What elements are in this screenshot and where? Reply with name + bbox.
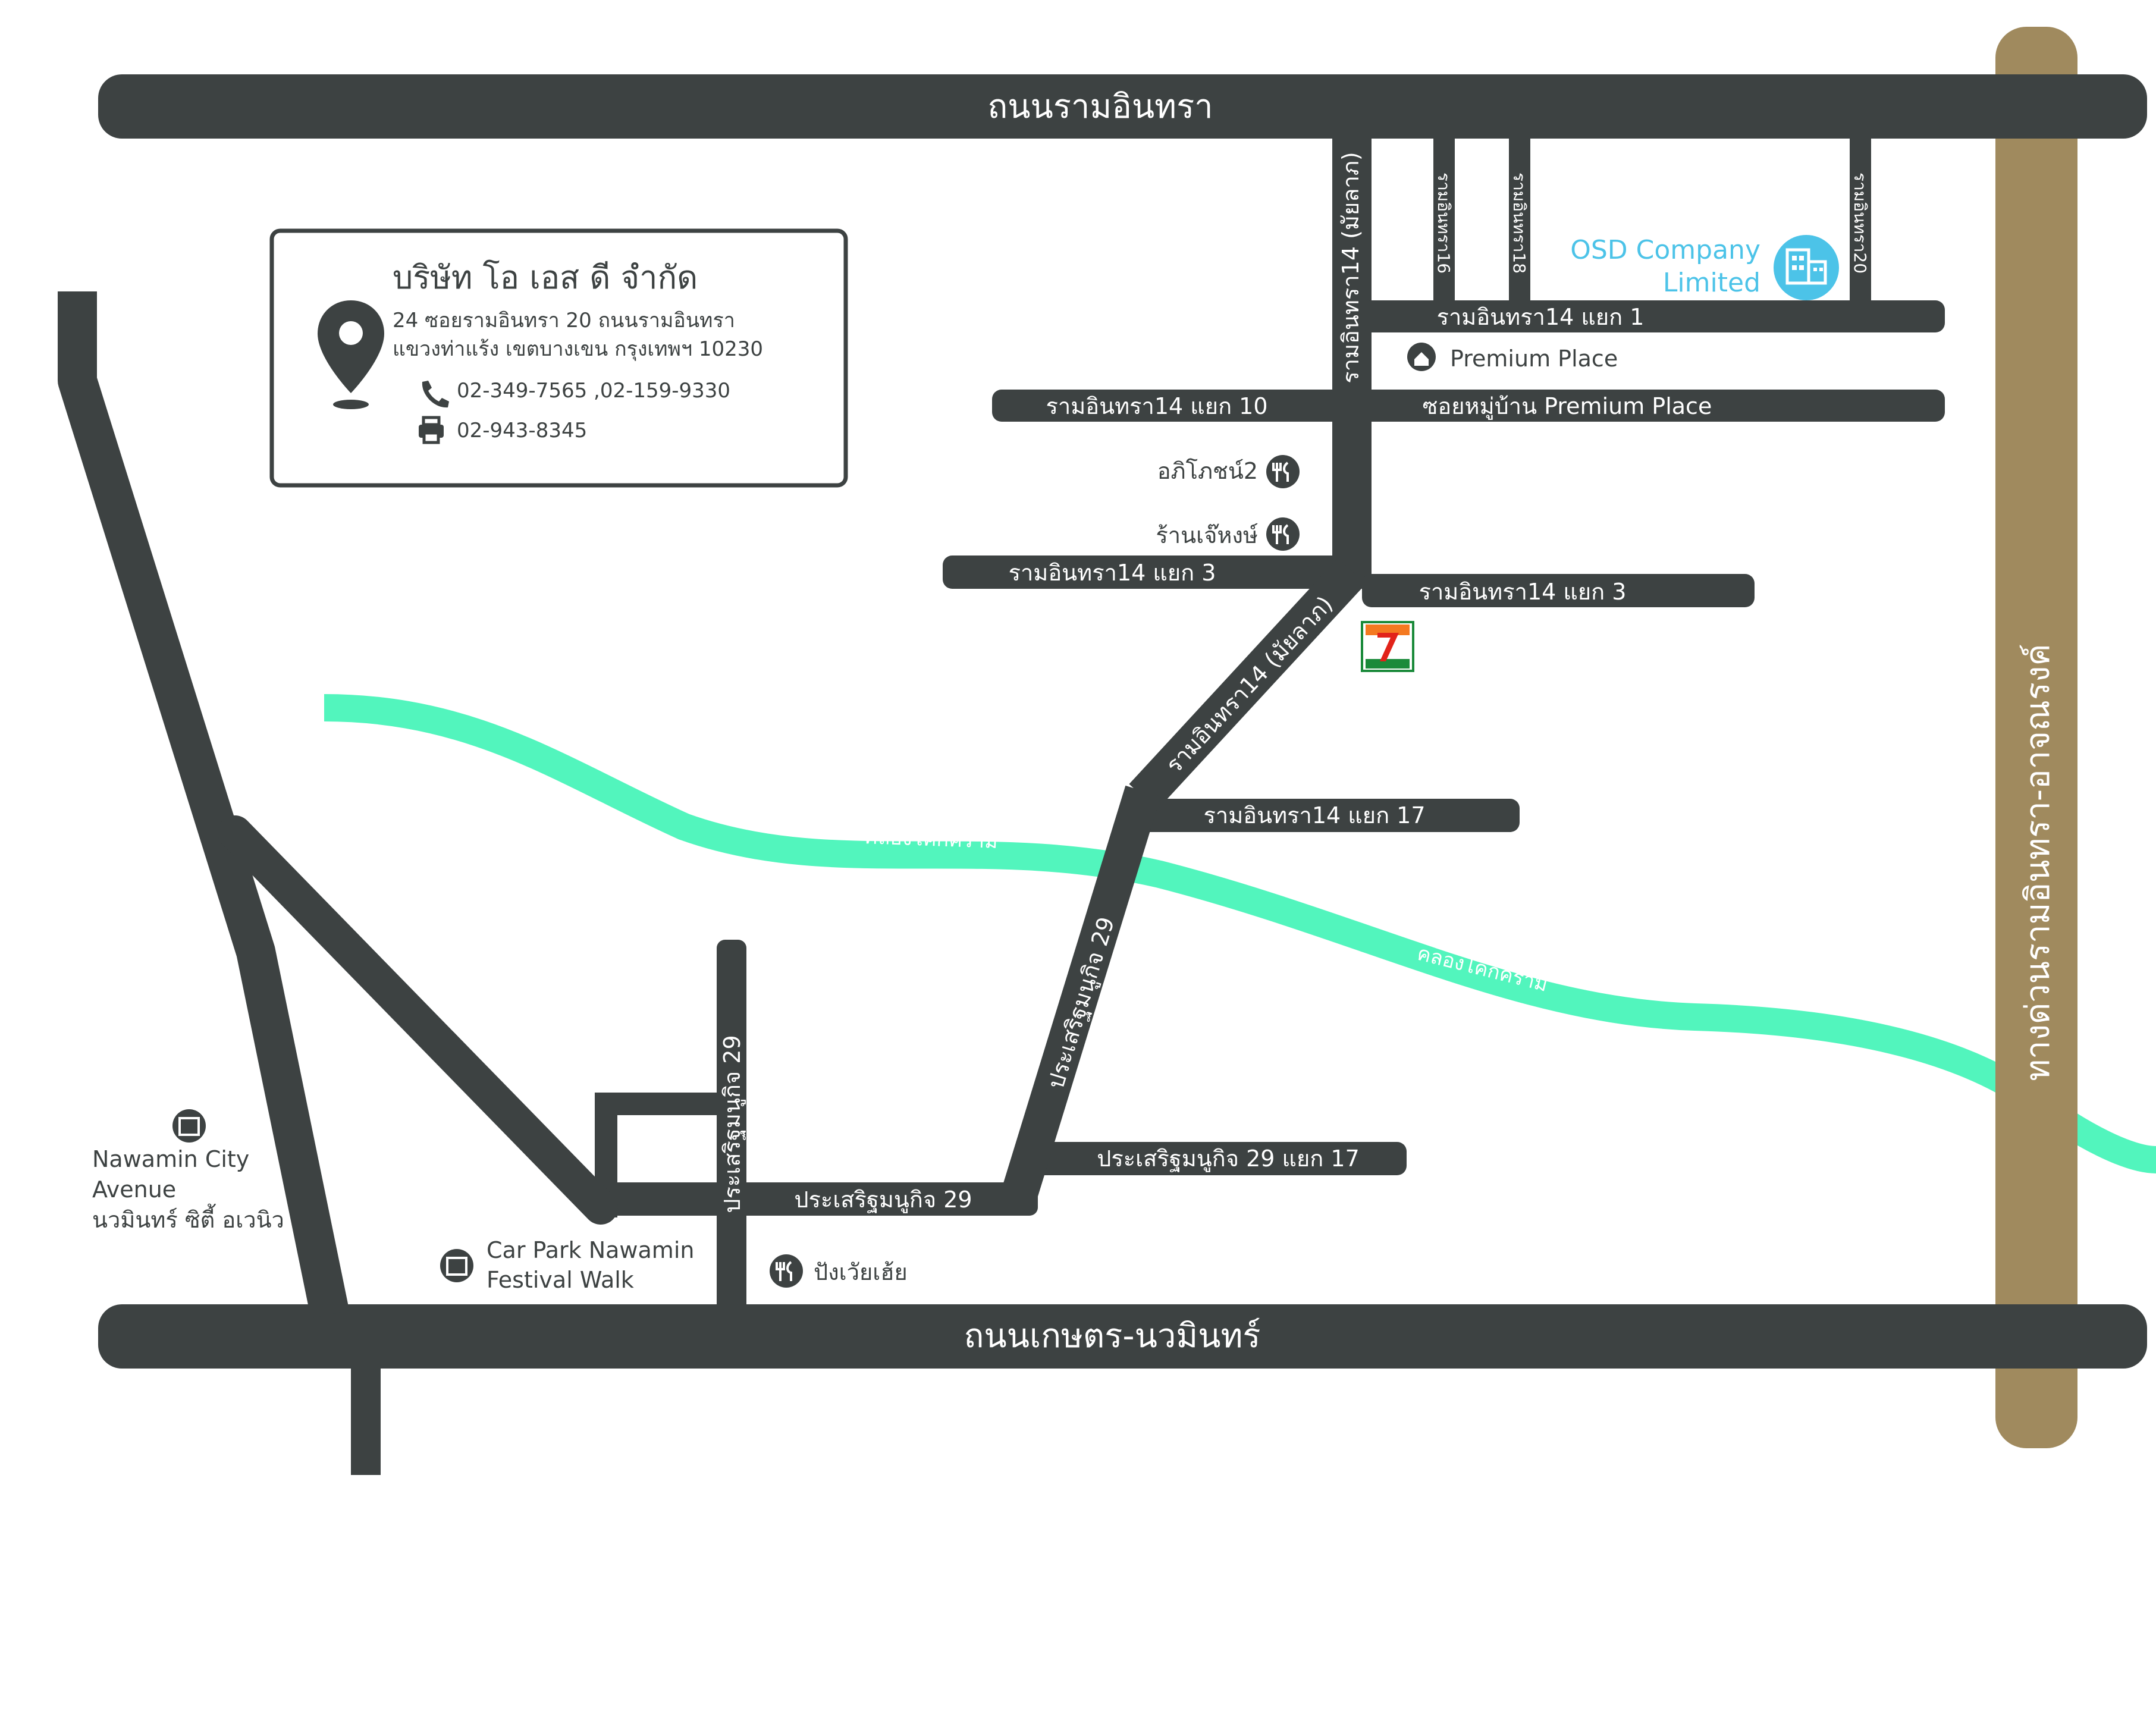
restaurant-icon — [1266, 455, 1300, 488]
label-canal-1: คลองโคกคราม — [864, 825, 998, 853]
road-ram14-yaek10 — [992, 390, 1945, 422]
restaurant-icon — [770, 1254, 803, 1288]
road-ram14-diagonal — [1129, 558, 1366, 810]
canal-khlong-khok-khram — [324, 694, 2156, 1173]
office-building-icon — [1774, 235, 1839, 300]
osd-label-line2: Limited — [1663, 268, 1760, 298]
pang-restaurant-marker: ปังเวัยเฮ้ย — [770, 1254, 908, 1288]
nawamin-city-avenue-marker: Nawamin City Avenue นวมินทร์ ซิตี้ อเวนิ… — [92, 1109, 284, 1233]
road-pra29-horizontal — [595, 1182, 1038, 1216]
label-ram14-yaek1: รามอินทรา14 แยก 1 — [1437, 304, 1645, 330]
car-park-line2: Festival Walk — [487, 1267, 634, 1293]
road-pra29-yaek17 — [1026, 1142, 1407, 1175]
road-kaset-nawamin — [98, 1304, 2147, 1369]
label-pra29-vertical: ประเสริฐมนูกิจ 29 — [719, 1035, 746, 1213]
label-ram14-yaek10: รามอินทรา14 แยก 10 — [1046, 393, 1267, 419]
restaurant-icon — [1266, 517, 1300, 551]
nawamin-city-line1: Nawamin City — [92, 1146, 249, 1172]
label-pra29-horizontal: ประเสริฐมนูกิจ 29 — [794, 1187, 972, 1213]
label-ram14-diagonal: รามอินทรา14 (มัยลาภ) — [1161, 591, 1338, 779]
road-ram14-vertical — [1332, 136, 1372, 576]
road-ram14-yaek17 — [1130, 799, 1520, 832]
company-fax: 02-943-8345 — [457, 419, 587, 442]
fax-icon — [419, 416, 444, 444]
company-address-line2: แขวงท่าแร้ง เขตบางเขน กรุงเทพฯ 10230 — [393, 337, 763, 361]
label-ram14-yaek3-right: รามอินทรา14 แยก 3 — [1419, 579, 1627, 605]
company-address-line1: 24 ซอยรามอินทรา 20 ถนนรามอินทรา — [393, 309, 735, 332]
shop-icon — [172, 1109, 206, 1143]
label-ram14-yaek17: รามอินทรา14 แยก 17 — [1203, 802, 1425, 828]
label-soi20: รามอินทรา20 — [1850, 172, 1870, 274]
label-ram14-vertical: รามอินทรา14 (มัยลาภ) — [1338, 152, 1364, 383]
label-road-ramintra: ถนนรามอินทรา — [987, 87, 1213, 126]
nawamin-city-line3: นวมินทร์ ซิตี้ อเวนิว — [92, 1203, 284, 1233]
road-ram14-yaek3-right — [1362, 574, 1755, 607]
osd-label-line1: OSD Company — [1570, 235, 1760, 265]
road-bottom-stub — [351, 1362, 381, 1475]
phone-icon — [422, 381, 449, 408]
osd-company-marker: OSD Company Limited — [1570, 235, 1839, 300]
shop-icon — [440, 1249, 473, 1282]
road-pra29-diagonal — [999, 785, 1161, 1207]
road-left-inner — [218, 815, 618, 1225]
road-ram14-yaek3-left — [943, 555, 1371, 589]
seven-eleven-logo — [1361, 621, 1414, 672]
location-pin-icon — [318, 300, 384, 409]
premium-place-label: Premium Place — [1450, 346, 1618, 372]
road-ramintra — [98, 74, 2147, 139]
premium-place-marker: Premium Place — [1407, 343, 1618, 372]
jhong-label: ร้านเจ๊หงษ์ — [1156, 522, 1258, 548]
car-park-nawamin-marker: Car Park Nawamin Festival Walk — [440, 1237, 694, 1293]
label-soi16: รามอินทรา16 — [1434, 172, 1454, 274]
apiphot-label: อภิโภชน์2 — [1157, 458, 1258, 484]
label-expressway: ทางด่วนรามอินทรา-อาจณรงค์ — [2019, 644, 2057, 1081]
expressway-ramintra-atnarong — [1995, 27, 2077, 1448]
label-premium-soi: ซอยหมู่บ้าน Premium Place — [1423, 393, 1712, 420]
road-soi18 — [1509, 136, 1530, 332]
apiphot-restaurant-marker: อภิโภชน์2 — [1157, 455, 1300, 488]
road-pra29-vertical — [717, 940, 746, 1320]
company-info-box: บริษัท โอ เอส ดี จำกัด 24 ซอยรามอินทรา 2… — [269, 228, 848, 488]
company-name: บริษัท โอ เอส ดี จำกัด — [393, 259, 698, 296]
label-road-kaset-nawamin: ถนนเกษตร-นวมินทร์ — [964, 1317, 1261, 1355]
road-loop-top — [595, 1093, 738, 1115]
pang-label: ปังเวัยเฮ้ย — [814, 1259, 908, 1285]
jhong-restaurant-marker: ร้านเจ๊หงษ์ — [1156, 517, 1300, 551]
company-phone: 02-349-7565 ,02-159-9330 — [457, 379, 730, 403]
label-ram14-yaek3-left: รามอินทรา14 แยก 3 — [1009, 560, 1216, 586]
road-soi20 — [1850, 136, 1871, 332]
road-left-outer — [58, 291, 350, 1319]
nawamin-city-line2: Avenue — [92, 1176, 176, 1203]
road-ram14-yaek1 — [1362, 300, 1945, 332]
road-soi16 — [1433, 136, 1455, 332]
label-pra29-yaek17: ประเสริฐมนูกิจ 29 แยก 17 — [1097, 1145, 1360, 1172]
label-soi18: รามอินทรา18 — [1509, 172, 1529, 274]
car-park-line1: Car Park Nawamin — [487, 1237, 694, 1263]
